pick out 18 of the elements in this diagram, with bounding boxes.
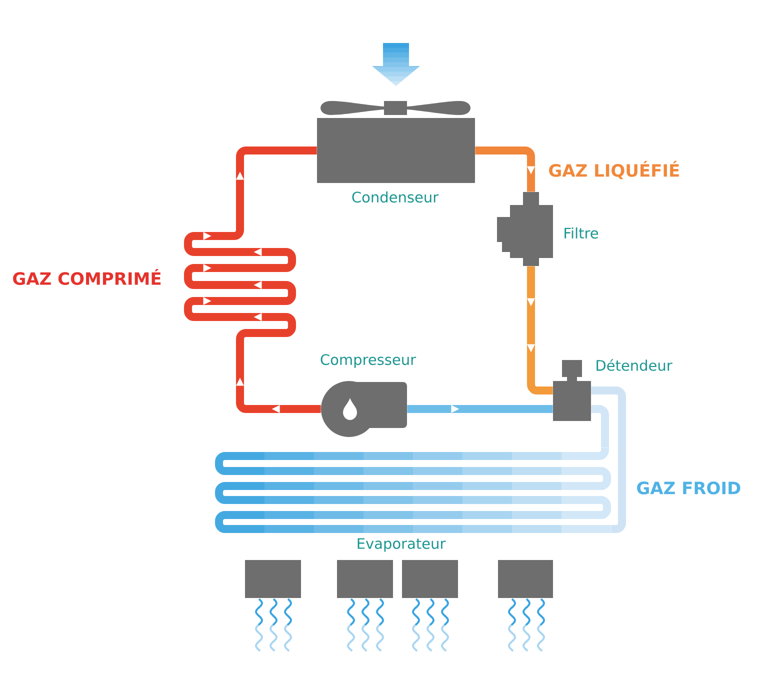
gas-state-label: GAZ LIQUÉFIÉ <box>549 160 679 180</box>
component-label: Filtre <box>564 227 598 239</box>
component-label: Compresseur <box>320 354 416 368</box>
component-label: Evaporateur <box>358 538 446 552</box>
component-label: Condenseur <box>352 191 439 203</box>
component-label: Détendeur <box>596 359 672 371</box>
pipe <box>184 146 321 413</box>
gas-state-label: GAZ FROID <box>637 482 740 494</box>
cooled-item-box <box>402 560 458 598</box>
cooled-item-box <box>498 560 553 598</box>
gas-state-label: GAZ COMPRIMÉ <box>13 269 161 285</box>
cooled-item-box <box>245 560 301 598</box>
pipe <box>591 405 609 448</box>
pipe <box>407 405 553 413</box>
pipe <box>591 386 626 533</box>
pipe <box>527 266 553 394</box>
cooled-item-box <box>337 560 393 598</box>
pipe <box>475 146 535 192</box>
